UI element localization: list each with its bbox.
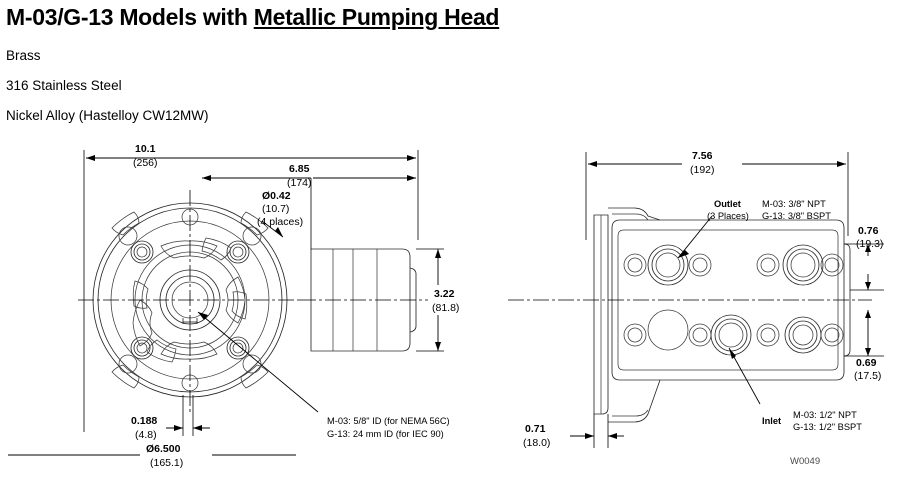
dim-overall-length: 10.1 (256) (86, 143, 416, 169)
dim-flange-dia-value: Ø6.500 (146, 443, 181, 455)
callout-hole-diameter: Ø0.42 (10.7) (4 places) (257, 190, 303, 238)
dim-body-length: 6.85 (174) (202, 163, 416, 189)
shaft-note-m03: M-03: 5/8" ID (for NEMA 56C) (327, 416, 450, 426)
dim-body-length-metric: (174) (287, 177, 312, 189)
dim-flange-thk-left-metric: (4.8) (135, 429, 157, 441)
dim-body-height-value: 3.22 (434, 288, 455, 300)
dim-overall-length-value: 10.1 (135, 143, 156, 155)
drawing-number: W0049 (790, 456, 820, 467)
dim-flange-thickness-right: 0.71 (18.0) (523, 414, 624, 449)
dim-flange-dia-metric: (165.1) (150, 457, 183, 469)
right-view-group: 7.56 (192) (508, 150, 884, 449)
dim-bottom-offset-metric: (17.5) (854, 370, 881, 382)
callout-shaft-id: M-03: 5/8" ID (for NEMA 56C) G-13: 24 mm… (197, 311, 450, 439)
material-brass: Brass (6, 48, 41, 63)
dim-body-height: 3.22 (81.8) (416, 248, 459, 352)
outlet-label: Outlet (714, 199, 741, 209)
dim-overall-width: 7.56 (192) (588, 150, 846, 176)
dim-flange-thickness-left: 0.188 (4.8) (131, 395, 210, 441)
dim-overall-length-metric: (256) (133, 157, 158, 169)
dim-flange-thk-right-metric: (18.0) (523, 437, 550, 449)
dim-body-height-metric: (81.8) (432, 302, 459, 314)
callout-outlet: Outlet (3 Places) M-03: 3/8" NPT G-13: 3… (677, 199, 831, 259)
dim-hole-dia-qty: (4 places) (257, 216, 303, 228)
inlet-m03: M-03: 1/2" NPT (793, 410, 857, 420)
dim-top-offset: 0.76 (19.3) (844, 225, 884, 291)
page-title-underlined: Metallic Pumping Head (253, 4, 500, 30)
dim-bottom-offset: 0.69 (17.5) (844, 310, 884, 382)
dim-top-offset-value: 0.76 (858, 225, 879, 237)
left-view-group: 10.1 (256) 6.85 (174) (8, 143, 459, 469)
flange-plate (593, 214, 609, 415)
dim-flange-thk-right-value: 0.71 (525, 423, 546, 435)
dim-body-length-value: 6.85 (289, 163, 310, 175)
dim-bottom-offset-value: 0.69 (856, 357, 877, 369)
material-stainless-steel: 316 Stainless Steel (6, 78, 122, 93)
bolt-holes (130, 240, 250, 360)
side-elevation-view (300, 248, 428, 352)
dim-hole-dia-metric: (10.7) (262, 203, 289, 215)
dim-hole-dia-value: Ø0.42 (262, 190, 291, 202)
outlet-places: (3 Places) (707, 211, 749, 221)
page-title-plain: M-03/G-13 Models with (6, 4, 254, 30)
dim-flange-diameter: Ø6.500 (165.1) (8, 443, 296, 469)
material-nickel-alloy: Nickel Alloy (Hastelloy CW12MW) (6, 108, 209, 123)
front-face-view (78, 190, 302, 412)
vane-pocket-pattern (132, 237, 248, 363)
port-plate-body (608, 207, 851, 423)
shaft-note-g13: G-13: 24 mm ID (for IEC 90) (327, 429, 444, 439)
dim-overall-width-value: 7.56 (692, 150, 713, 162)
inlet-label: Inlet (762, 416, 781, 426)
outlet-m03: M-03: 3/8" NPT (762, 199, 826, 209)
inlet-g13: G-13: 1/2" BSPT (793, 422, 862, 432)
ports-upper-row (623, 244, 844, 286)
dim-top-offset-metric: (19.3) (856, 238, 883, 250)
ports-lower-row (623, 309, 844, 356)
page-title: M-03/G-13 Models with Metallic Pumping H… (6, 4, 499, 31)
callout-inlet: Inlet M-03: 1/2" NPT G-13: 1/2" BSPT (728, 347, 862, 432)
dim-overall-width-metric: (192) (690, 164, 715, 176)
outlet-g13: G-13: 3/8" BSPT (762, 211, 831, 221)
dim-flange-thk-left-value: 0.188 (131, 415, 157, 427)
